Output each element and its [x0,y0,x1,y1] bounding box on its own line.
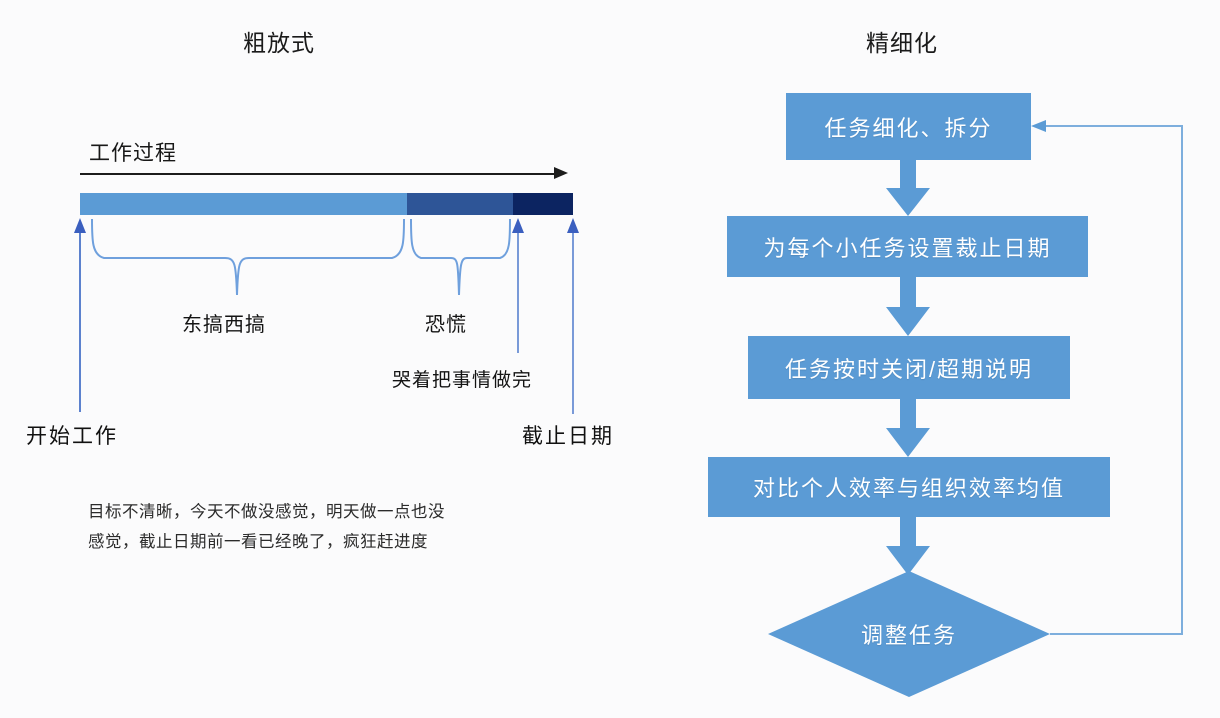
timeline-segment-panic [407,193,513,215]
timeline-segment-crying-finish [513,193,573,215]
flow-connector-4-5-arrow-icon [886,517,930,575]
brace-panic [410,218,511,296]
timeline-endpoint-deadline: 截止日期 [522,425,614,448]
marker-arrow-deadline [567,218,579,414]
timeline-caption: 目标不清晰，今天不做没感觉，明天做一点也没 感觉，截止日期前一看已经晚了，疯狂赶… [88,497,445,557]
timeline-segment-messing-around [80,193,407,215]
flow-node-close-or-explain[interactable]: 任务按时关闭/超期说明 [748,336,1070,399]
flow-node-set-deadlines[interactable]: 为每个小任务设置裁止日期 [727,216,1088,277]
timeline-caption-line-1: 目标不清晰，今天不做没感觉，明天做一点也没 [88,503,445,521]
flow-connector-2-3-arrow-icon [886,277,930,336]
timeline-axis-line [80,173,556,175]
brace-messing-around [91,218,405,296]
timeline-label-messing-around: 东搞西搞 [182,314,266,336]
marker-arrow-crying-finish [512,218,524,353]
timeline-label-panic: 恐慌 [425,314,467,336]
flow-connector-3-4-arrow-icon [886,399,930,457]
timeline-label-crying-finish: 哭着把事情做完 [392,370,533,391]
flow-node-task-breakdown-label: 任务细化、拆分 [824,115,993,141]
flow-node-adjust-task-shape[interactable] [768,571,1050,697]
work-process-axis-label: 工作过程 [89,142,177,165]
flow-node-compare-efficiency[interactable]: 对比个人效率与组织效率均值 [708,457,1110,517]
marker-arrow-start-work [74,218,86,412]
flow-node-close-or-explain-label: 任务按时关闭/超期说明 [784,356,1034,382]
flow-node-adjust-task-label: 调整任务 [860,623,957,648]
flow-node-adjust-task[interactable]: 调整任务 [768,571,1050,697]
flow-node-set-deadlines-label: 为每个小任务设置裁止日期 [763,235,1052,261]
flow-node-compare-efficiency-label: 对比个人效率与组织效率均值 [752,476,1065,501]
right-panel-title: 精细化 [866,30,938,56]
left-panel-title: 粗放式 [243,30,315,56]
timeline-caption-line-2: 感觉，截止日期前一看已经晚了，疯狂赶进度 [88,533,428,551]
flow-node-task-breakdown[interactable]: 任务细化、拆分 [786,93,1031,160]
timeline-endpoint-start-work: 开始工作 [26,425,118,448]
flow-connector-1-2-arrow-icon [886,160,930,216]
timeline-axis-arrow-icon [554,167,568,179]
